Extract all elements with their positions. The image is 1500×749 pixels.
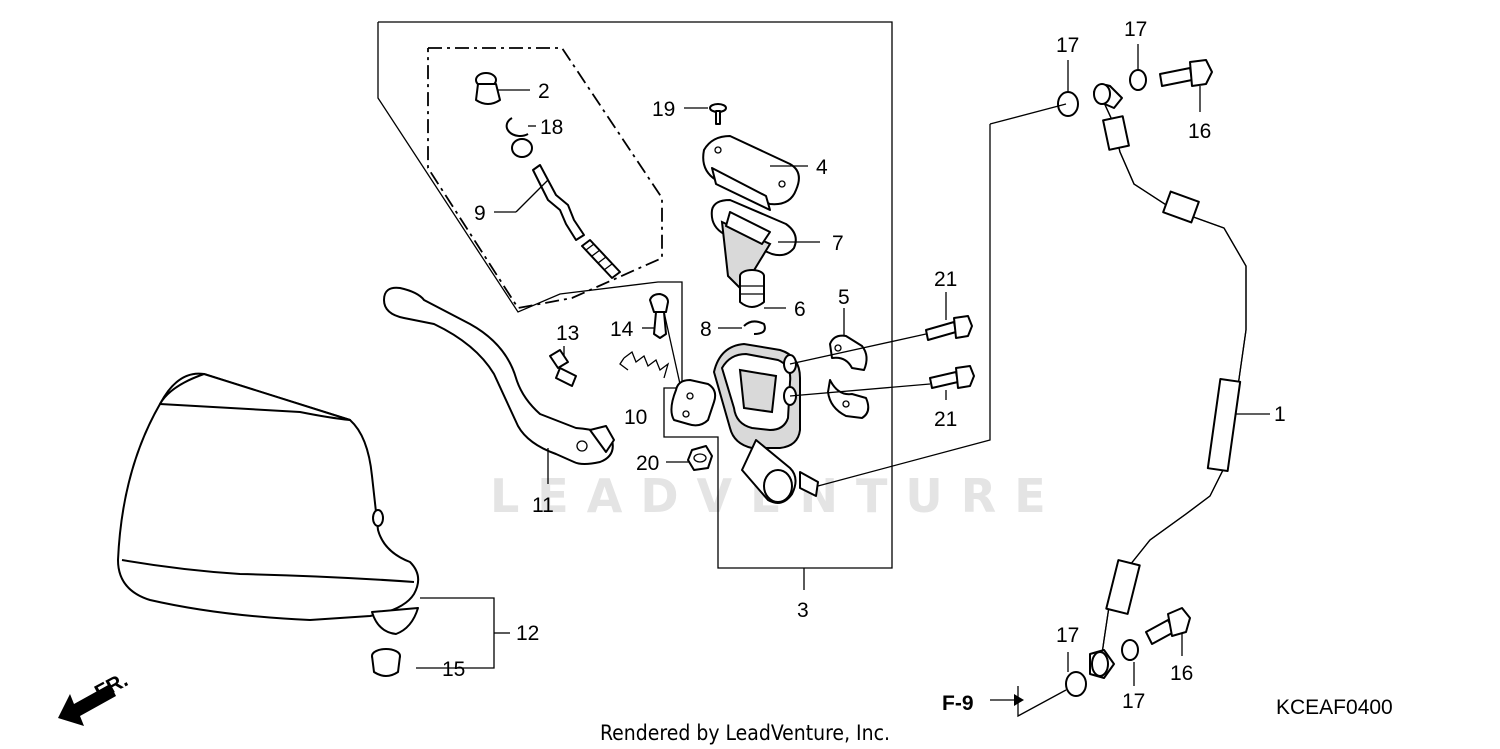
assembly-outline <box>377 21 893 569</box>
callout-18: 18 <box>540 116 563 139</box>
callout-16-top: 16 <box>1188 120 1211 143</box>
part-8-clip[interactable] <box>743 320 766 335</box>
part-4-reservoir-cap[interactable] <box>702 135 800 211</box>
callout-15: 15 <box>442 658 465 681</box>
callout-17-bottom-right: 17 <box>1122 690 1145 713</box>
part-2-boot[interactable] <box>475 72 501 105</box>
callout-12: 12 <box>516 622 539 645</box>
part-1-brake-hose[interactable] <box>1089 83 1247 679</box>
part-10-spring[interactable] <box>619 350 670 379</box>
part-3-master-cylinder[interactable] <box>670 342 819 504</box>
callout-2: 2 <box>538 80 550 103</box>
callout-19: 19 <box>652 98 675 121</box>
part-17-washer-top-left[interactable] <box>1057 91 1079 117</box>
part-15-collar[interactable] <box>371 648 401 677</box>
part-16-bolt-top[interactable] <box>1159 59 1213 87</box>
part-18-circlip[interactable] <box>505 117 529 137</box>
part-17-washer-top-right[interactable] <box>1129 69 1147 91</box>
callout-9: 9 <box>474 202 486 225</box>
callout-21-lower: 21 <box>934 408 957 431</box>
part-17-washer-bottom-right[interactable] <box>1121 639 1139 661</box>
callout-7: 7 <box>832 232 844 255</box>
callout-17-top-right: 17 <box>1124 18 1147 41</box>
part-11-lever[interactable] <box>383 286 615 465</box>
callout-10: 10 <box>624 406 647 429</box>
callout-21-upper: 21 <box>934 268 957 291</box>
callout-14: 14 <box>610 318 634 341</box>
leader-lines <box>416 44 1270 718</box>
part-14-pivot-bolt[interactable] <box>649 293 669 339</box>
part-20-nut[interactable] <box>687 445 713 471</box>
front-direction-arrow <box>58 684 116 726</box>
part-13-adjuster[interactable] <box>549 349 577 387</box>
reference-arrow <box>990 694 1024 706</box>
callout-3: 3 <box>797 599 809 622</box>
footer-credit: Rendered by LeadVenture, Inc. <box>600 721 890 745</box>
part-19-screw[interactable] <box>709 103 727 125</box>
diagram-code: KCEAF0400 <box>1276 696 1393 719</box>
part-21-bolt-lower[interactable] <box>929 365 975 389</box>
part-7-diaphragm[interactable] <box>710 199 797 292</box>
part-12-hand-guard[interactable] <box>117 372 420 635</box>
part-17-washer-bottom-left[interactable] <box>1065 671 1087 697</box>
part-9-piston-set[interactable] <box>532 164 621 279</box>
washer <box>511 138 533 158</box>
callout-17-top-left: 17 <box>1056 34 1079 57</box>
callout-11: 11 <box>532 494 554 517</box>
callout-4: 4 <box>816 156 828 179</box>
reference-label: F-9 <box>942 692 974 715</box>
callout-13: 13 <box>556 322 579 345</box>
callout-1: 1 <box>1274 403 1286 426</box>
part-16-bolt-bottom[interactable] <box>1145 607 1191 645</box>
callout-16-bottom: 16 <box>1170 662 1193 685</box>
callout-20: 20 <box>636 452 659 475</box>
callout-8: 8 <box>700 318 712 341</box>
callout-5: 5 <box>838 286 850 309</box>
part-21-bolt-upper[interactable] <box>925 315 973 341</box>
callout-17-bottom-left: 17 <box>1056 624 1079 647</box>
part-6-insert[interactable] <box>739 269 765 308</box>
callout-6: 6 <box>794 298 806 321</box>
